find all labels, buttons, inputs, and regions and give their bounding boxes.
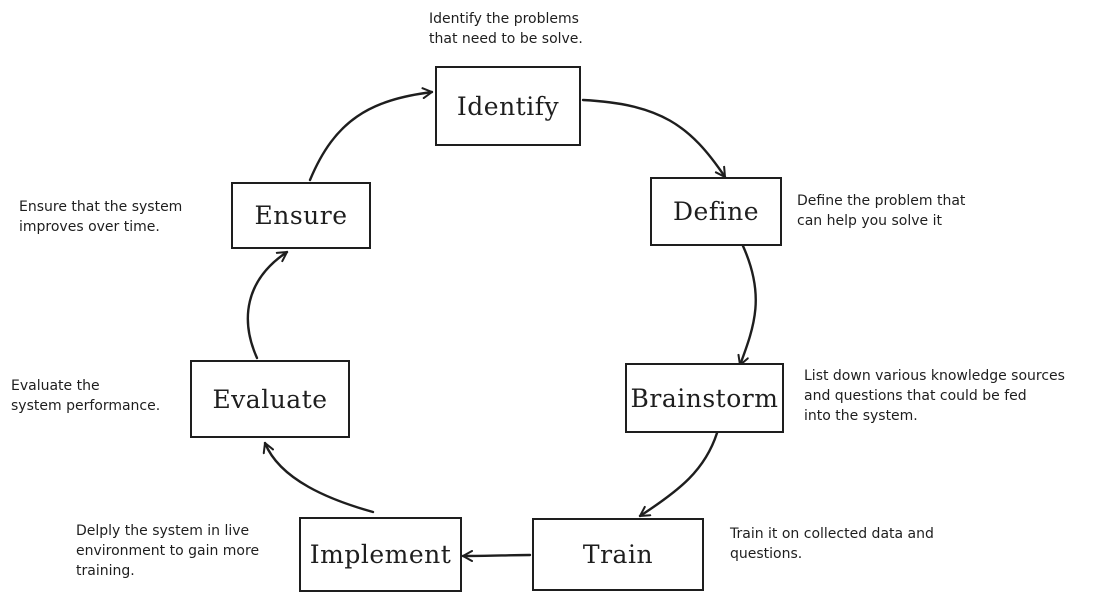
node-evaluate-label: Evaluate xyxy=(212,384,328,414)
note-ensure-line: improves over time. xyxy=(19,219,160,235)
note-brainstorm: List down various knowledge sources and … xyxy=(804,366,1065,426)
note-implement: Delply the system in live environment to… xyxy=(76,521,259,581)
node-ensure[interactable]: Ensure xyxy=(231,182,371,249)
node-brainstorm-label: Brainstorm xyxy=(630,383,779,413)
node-train-label: Train xyxy=(582,540,654,569)
arrow-ensure-to-identify xyxy=(308,87,434,182)
note-train-line: Train it on collected data and xyxy=(730,526,934,542)
node-define-label: Define xyxy=(673,197,759,226)
note-train: Train it on collected data and questions… xyxy=(730,524,934,564)
node-brainstorm[interactable]: Brainstorm xyxy=(625,363,784,433)
note-evaluate-line: system performance. xyxy=(11,398,161,414)
note-identify: Identify the problems that need to be so… xyxy=(429,9,583,49)
note-define-line: can help you solve it xyxy=(797,213,942,229)
note-define-line: Define the problem that xyxy=(797,193,966,209)
note-identify-line: that need to be solve. xyxy=(429,31,583,47)
node-identify-label: Identify xyxy=(456,91,560,121)
note-evaluate: Evaluate the system performance. xyxy=(11,376,160,416)
note-implement-line: training. xyxy=(76,563,135,579)
arrow-train-to-implement xyxy=(461,549,532,562)
arrow-brainstorm-to-train xyxy=(638,431,719,518)
note-identify-line: Identify the problems xyxy=(429,11,579,27)
node-define[interactable]: Define xyxy=(650,177,782,246)
arrow-evaluate-to-ensure xyxy=(246,250,289,360)
node-evaluate[interactable]: Evaluate xyxy=(190,360,350,438)
node-implement-label: Implement xyxy=(309,540,452,569)
arrow-define-to-brainstorm xyxy=(737,244,757,367)
note-implement-line: Delply the system in live xyxy=(76,523,250,539)
note-ensure: Ensure that the system improves over tim… xyxy=(19,197,182,237)
node-implement[interactable]: Implement xyxy=(299,517,462,592)
note-brainstorm-line: and questions that could be fed xyxy=(804,388,1027,404)
arrow-identify-to-define xyxy=(581,98,727,179)
note-define: Define the problem that can help you sol… xyxy=(797,191,965,231)
note-ensure-line: Ensure that the system xyxy=(19,199,183,215)
note-evaluate-line: Evaluate the xyxy=(11,378,100,394)
node-ensure-label: Ensure xyxy=(254,201,348,230)
arrow-implement-to-evaluate xyxy=(262,441,375,514)
note-brainstorm-line: List down various knowledge sources xyxy=(804,368,1065,384)
node-train[interactable]: Train xyxy=(532,518,704,591)
node-identify[interactable]: Identify xyxy=(435,66,581,146)
note-brainstorm-line: into the system. xyxy=(804,408,918,424)
note-train-line: questions. xyxy=(730,546,803,562)
note-implement-line: environment to gain more xyxy=(76,543,260,559)
